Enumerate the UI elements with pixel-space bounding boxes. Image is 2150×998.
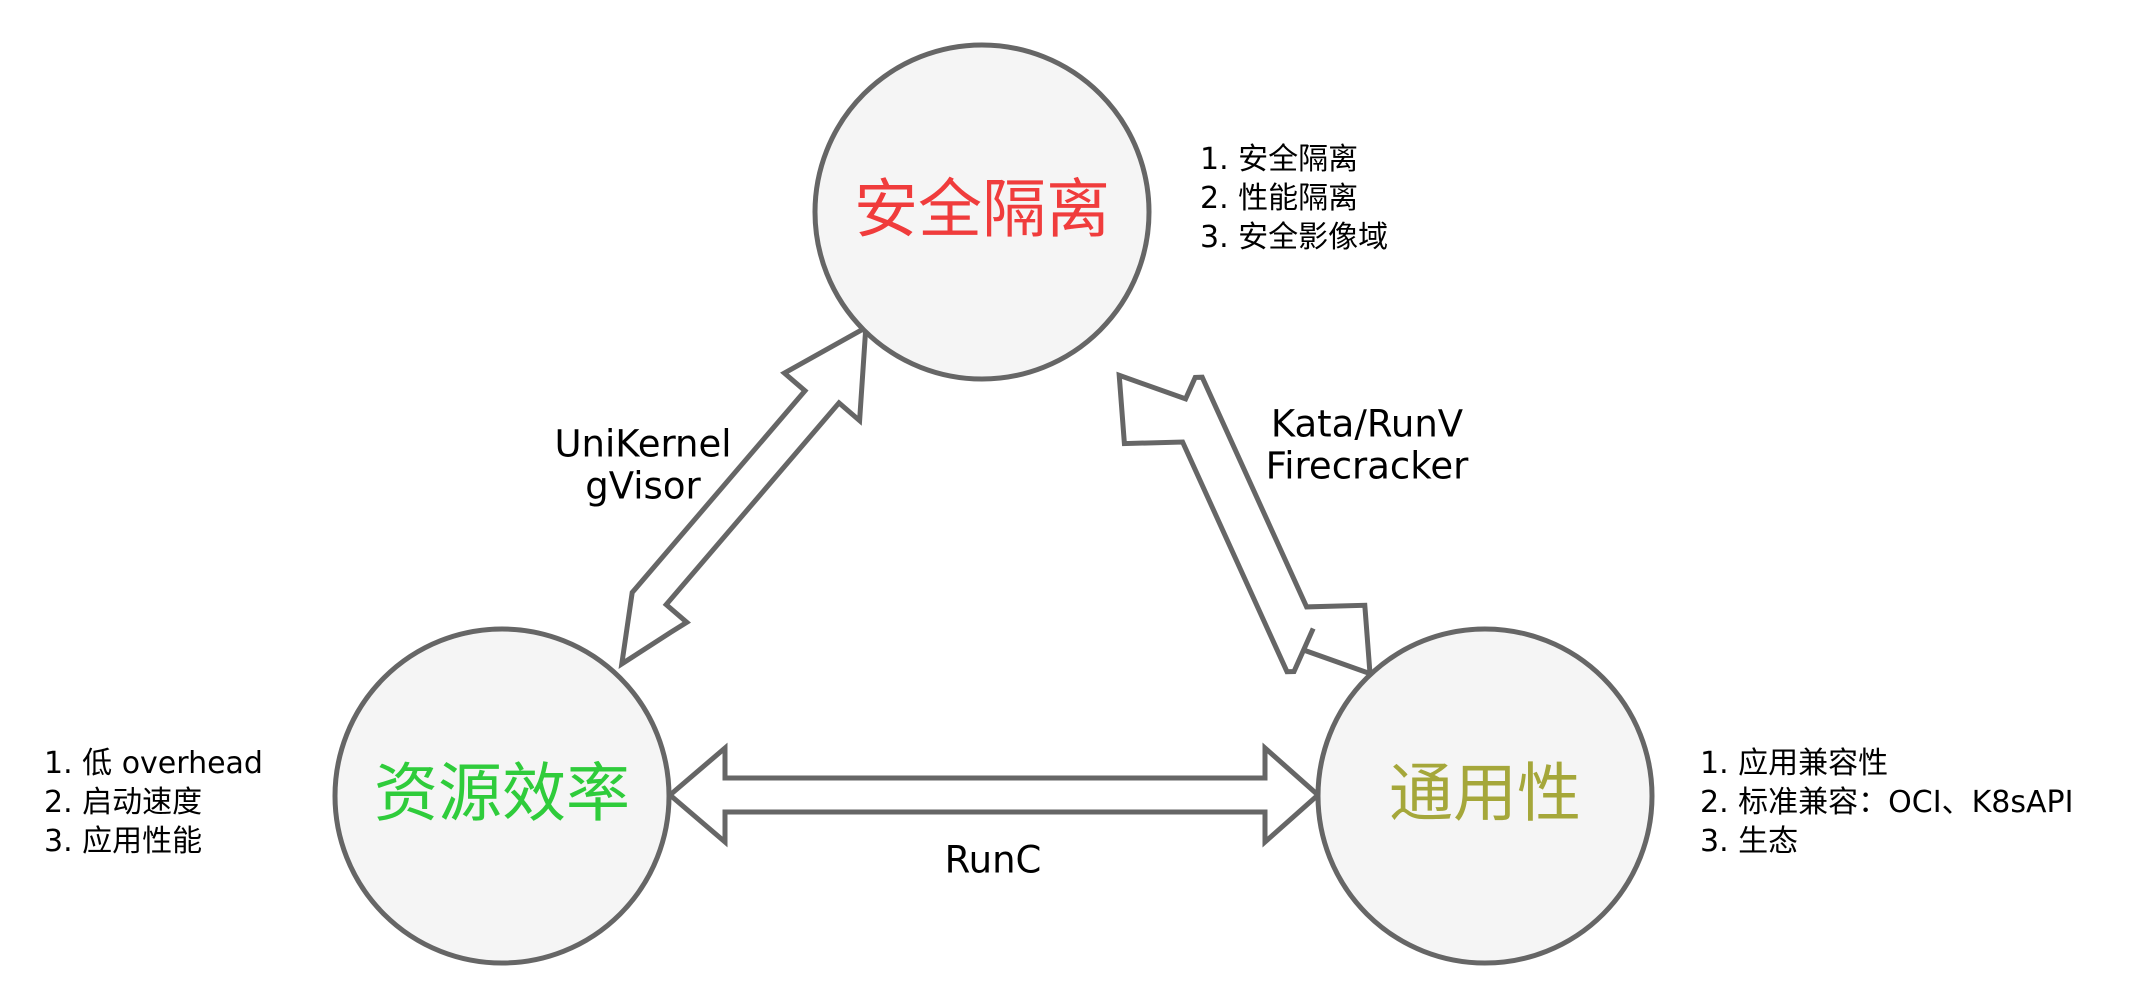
edge-label-unikernel: UniKernel [554,423,731,466]
note-item: 1. 安全隔离 [1200,142,1359,177]
edge-label-kata-runv: Kata/RunV [1271,403,1463,446]
note-list-generality: 1. 应用兼容性 2. 标准兼容：OCI、K8sAPI 3. 生态 [1700,744,2073,861]
note-item: 1. 应用兼容性 [1700,746,1889,781]
edge-label-firecracker: Firecracker [1266,445,1469,488]
note-item: 3. 应用性能 [44,824,203,859]
node-generality-title: 通用性 [1389,758,1581,832]
note-item: 2. 性能隔离 [1200,181,1359,216]
note-list-efficiency: 1. 低 overhead 2. 启动速度 3. 应用性能 [44,744,263,861]
node-security-title: 安全隔离 [854,174,1110,248]
note-item: 3. 安全影像域 [1200,220,1389,255]
edge-label-gvisor: gVisor [585,465,701,508]
edge-label-runc: RunC [945,839,1042,882]
arrow-security-generality [1116,371,1373,678]
node-efficiency: 资源效率 [332,626,672,966]
node-generality: 通用性 [1315,626,1655,966]
note-list-security: 1. 安全隔离 2. 性能隔离 3. 安全影像域 [1200,140,1388,257]
note-item: 2. 标准兼容：OCI、K8sAPI [1700,785,2074,820]
note-item: 3. 生态 [1700,824,1799,859]
node-security: 安全隔离 [812,42,1152,382]
note-item: 1. 低 overhead [44,746,263,781]
note-item: 2. 启动速度 [44,785,203,820]
node-efficiency-title: 资源效率 [374,758,630,832]
arrow-efficiency-generality [666,742,1322,848]
